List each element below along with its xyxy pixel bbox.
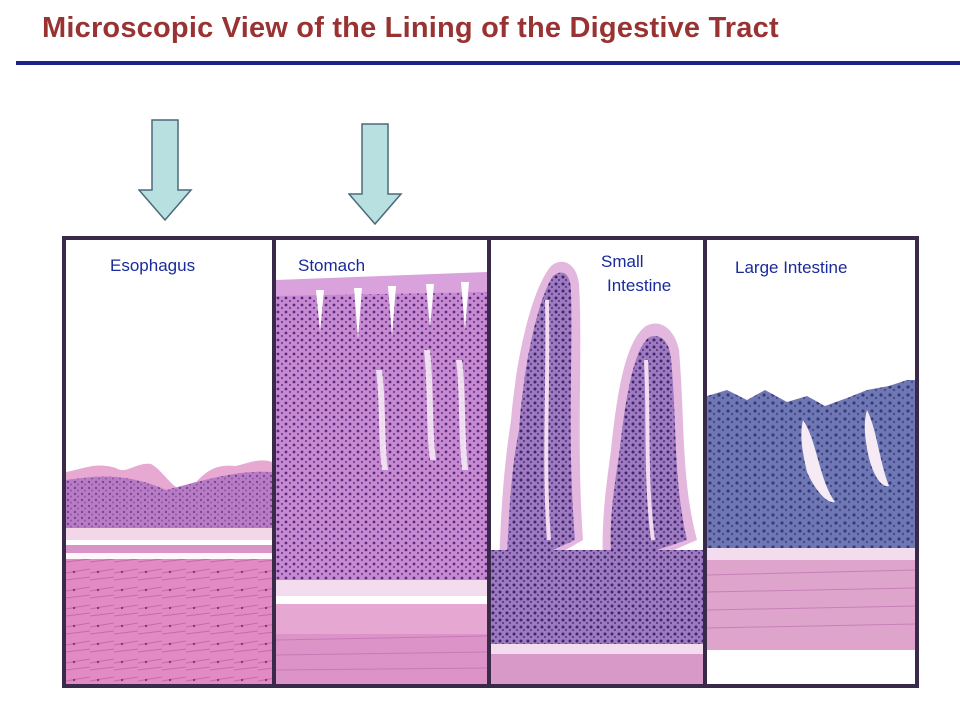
esophagus-tissue-image (66, 460, 272, 684)
panel-small-intestine: Small Intestine (491, 240, 703, 684)
page-title: Microscopic View of the Lining of the Di… (42, 12, 779, 44)
down-arrow-icon (348, 123, 403, 226)
panel-label-esophagus: Esophagus (110, 256, 196, 275)
stomach-tissue-image (276, 272, 487, 684)
panel-label-intestine: Intestine (607, 276, 672, 295)
panel-label-small: Small (601, 252, 644, 271)
panel-large-intestine: Large Intestine (707, 240, 915, 684)
panel-esophagus: Esophagus (66, 240, 272, 684)
small-intestine-tissue-image (491, 261, 703, 684)
large-intestine-tissue-image (707, 380, 915, 684)
panel-label-stomach: Stomach (298, 256, 366, 275)
down-arrow-icon (138, 119, 193, 222)
histology-panel-strip: Esophagus (62, 236, 919, 688)
panel-label-large-intestine: Large Intestine (735, 258, 848, 277)
panel-stomach: Stomach (276, 240, 487, 684)
title-underline (16, 61, 960, 65)
